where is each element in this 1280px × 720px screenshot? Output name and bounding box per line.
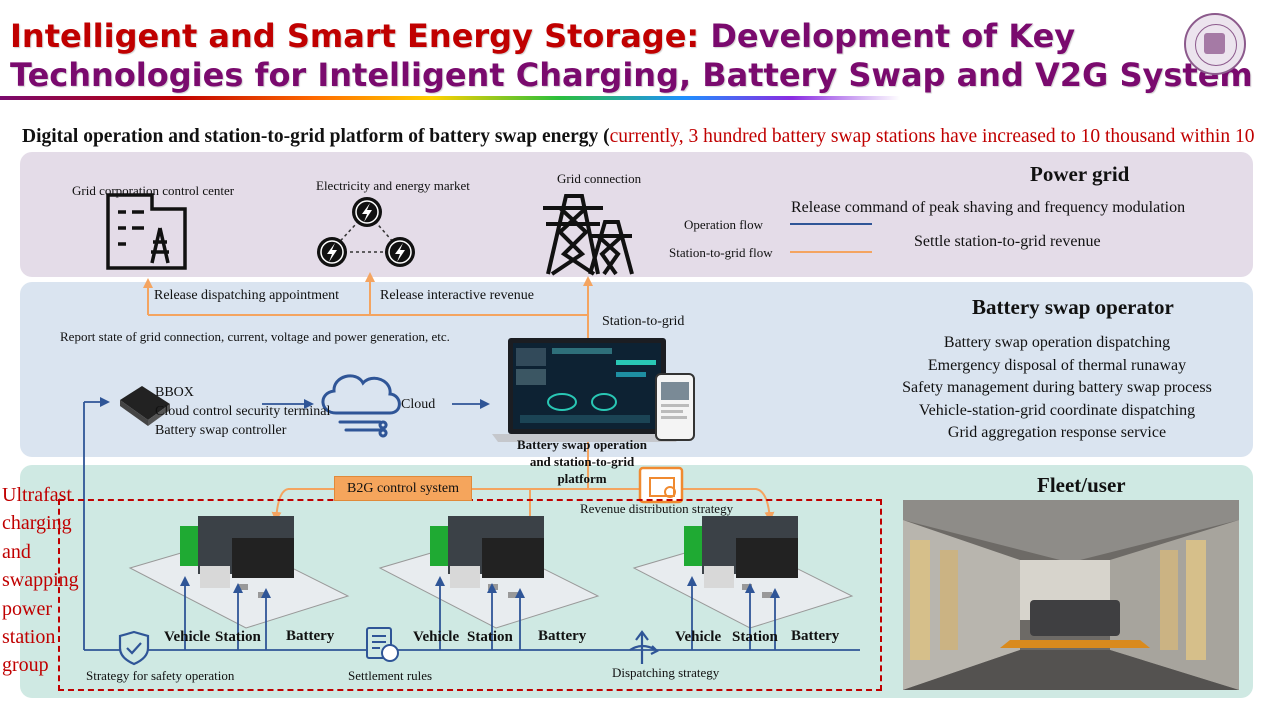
station-group-label: Ultrafast charging and swapping power st… (2, 481, 79, 680)
revenue-strategy-label: Revenue distribution strategy (580, 501, 734, 516)
station-group-box (58, 499, 882, 691)
dispatching-label: Dispatching strategy (612, 665, 720, 680)
vehicle-label: Vehicle (675, 629, 722, 645)
battery-label: Battery (791, 628, 840, 644)
power-grid-header: Power grid (1030, 162, 1130, 186)
cloud-icon (321, 374, 401, 438)
station-to-grid-label: Station-to-grid (602, 314, 685, 329)
group-line: charging (2, 512, 72, 535)
group-line: power (2, 597, 52, 620)
battery-label: Battery (286, 628, 335, 644)
group-line: station (2, 626, 56, 649)
service-item: Vehicle-station-grid coordinate dispatch… (918, 401, 1196, 419)
service-item: Emergency disposal of thermal runaway (927, 356, 1187, 374)
title-line-1: Intelligent and Smart Energy Storage: De… (10, 17, 1075, 55)
lightning-icon (385, 237, 415, 267)
cloud-label: Cloud (401, 397, 436, 412)
grid-connection-label: Grid connection (557, 171, 642, 186)
building-icon (106, 193, 187, 270)
terminal-label: Cloud control security terminal (155, 404, 331, 419)
vehicle-label: Vehicle (164, 629, 211, 645)
controller-label: Battery swap controller (155, 423, 287, 438)
group-line: and (2, 540, 31, 563)
release-command-text: Release command of peak shaving and freq… (791, 199, 1186, 216)
platform-label: Battery swap operation and station-to-gr… (517, 437, 647, 486)
group-line: group (2, 654, 49, 677)
subtitle-bold: Digital operation and station-to-grid pl… (22, 126, 610, 147)
vehicle-label: Vehicle (413, 629, 460, 645)
s2g-flow-label: Station-to-grid flow (669, 245, 773, 260)
university-seal-icon (1184, 13, 1246, 75)
energy-market-triangle (317, 197, 415, 267)
dispatch-arrows-icon (629, 630, 659, 664)
b2g-control-system: B2G control system (334, 476, 472, 501)
pylon-icon (543, 194, 634, 276)
service-item: Battery swap operation dispatching (943, 334, 1171, 351)
lightning-icon (317, 237, 347, 267)
station-label: Station (215, 629, 261, 645)
power-grid-panel (20, 152, 1253, 277)
station-label: Station (467, 629, 513, 645)
document-yuan-icon (366, 627, 399, 662)
percent-icon (638, 466, 684, 504)
station-label: Station (732, 629, 778, 645)
battery-label: Battery (538, 628, 587, 644)
control-center-label: Grid corporation control center (72, 183, 235, 198)
service-item: Safety management during battery swap pr… (902, 379, 1212, 397)
title-part1: Intelligent and Smart Energy Storage: (10, 17, 711, 55)
phone-icon (655, 373, 695, 441)
rainbow-divider (0, 96, 900, 100)
report-state-label: Report state of grid connection, current… (60, 329, 450, 344)
energy-market-label: Electricity and energy market (316, 178, 470, 193)
settle-revenue-text: Settle station-to-grid revenue (914, 233, 1101, 250)
tunnel-photo (903, 500, 1239, 690)
station-machine-icon (632, 516, 854, 629)
settlement-label: Settlement rules (348, 668, 433, 683)
operation-flow-label: Operation flow (684, 217, 764, 232)
service-item: Grid aggregation response service (947, 424, 1167, 442)
shield-check-icon (118, 630, 150, 666)
release-revenue-label: Release interactive revenue (380, 288, 534, 303)
station-machine-icon (128, 516, 350, 629)
title-line-2: Technologies for Intelligent Charging, B… (10, 56, 1253, 94)
operator-header: Battery swap operator (972, 295, 1174, 319)
services-list: Battery swap operation dispatching Emerg… (860, 332, 1254, 445)
title-part2: Development of Key (710, 17, 1076, 55)
fleet-header: Fleet/user (1037, 473, 1126, 497)
group-line: swapping (2, 569, 79, 592)
monitor-icon (492, 338, 682, 442)
release-dispatching-label: Release dispatching appointment (154, 288, 340, 303)
lightning-icon (352, 197, 382, 227)
group-line: Ultrafast (2, 484, 72, 506)
bbox-device-icon (120, 386, 170, 426)
bbox-label: BBOX (155, 385, 194, 400)
safety-strategy-label: Strategy for safety operation (86, 668, 235, 683)
